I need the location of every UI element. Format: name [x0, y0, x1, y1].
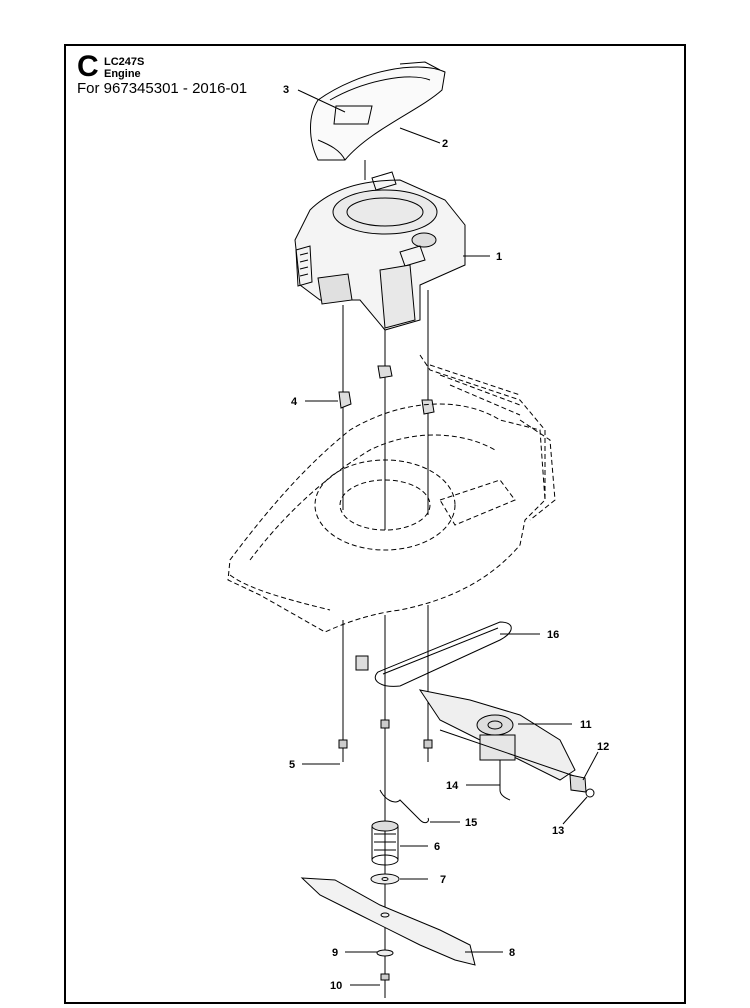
leader-lines [297, 89, 599, 986]
callout-8: 8 [509, 947, 515, 959]
transmission-drawing [355, 655, 595, 798]
callout-12: 12 [597, 741, 609, 753]
diagram-frame [64, 44, 686, 1004]
callout-10: 10 [330, 980, 342, 992]
callout-6: 6 [434, 841, 440, 853]
section-letter: C [77, 50, 99, 83]
blade-washer-drawing [376, 949, 394, 957]
engine-cover-drawing [310, 61, 446, 161]
callout-5: 5 [289, 759, 295, 771]
blade-drawing [300, 877, 476, 966]
callout-14: 14 [446, 780, 459, 792]
callout-16: 16 [547, 629, 559, 641]
model-number: LC247S [104, 56, 145, 68]
callout-13: 13 [552, 825, 564, 837]
callout-11: 11 [580, 719, 592, 731]
spacer-drawing [338, 365, 435, 415]
spring-drawing [379, 789, 429, 824]
washer-drawing [370, 873, 400, 885]
serial-info: For 967345301 - 2016-01 [77, 80, 248, 97]
callout-3: 3 [283, 84, 289, 96]
mower-deck-drawing [227, 354, 556, 633]
callout-4: 4 [291, 396, 298, 408]
callout-9: 9 [332, 947, 338, 959]
drive-rod-drawing [499, 760, 511, 801]
drive-belt-drawing [374, 621, 512, 687]
callout-7: 7 [440, 874, 446, 886]
diagram-title: Engine [104, 68, 141, 80]
callout-2: 2 [442, 138, 448, 150]
blade-adapter-drawing [371, 820, 399, 866]
engine-drawing [294, 171, 466, 331]
callout-1: 1 [496, 251, 502, 263]
blade-bolt-drawing [380, 973, 390, 998]
callout-15: 15 [465, 817, 477, 829]
engine-bolt-drawing [338, 719, 433, 762]
